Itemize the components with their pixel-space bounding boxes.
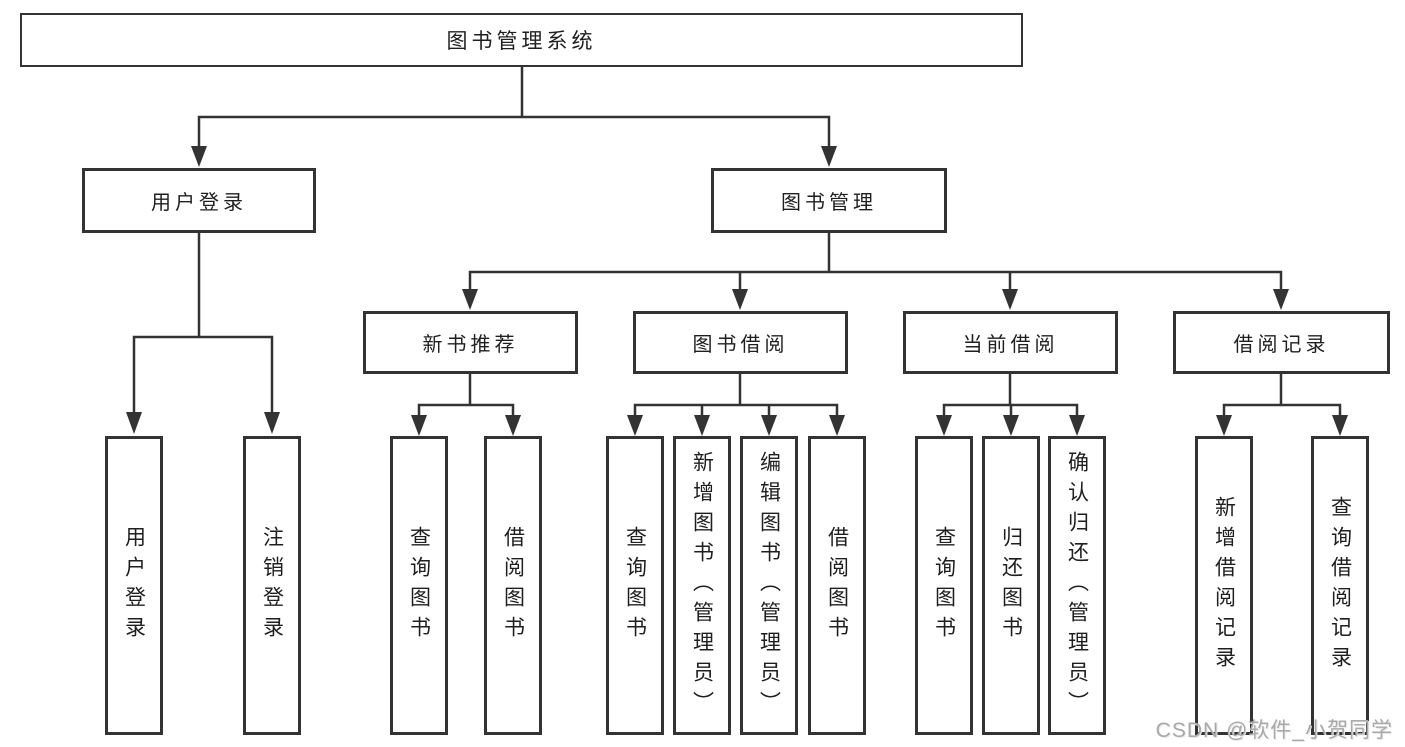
node-current-borrowing: 当前借阅 [903,311,1118,374]
leaf-label: 编辑图书（管理员） [757,450,781,721]
node-book-management: 图书管理 [711,168,947,233]
leaf-label: 借阅图书 [501,525,525,646]
leaf-query-borrow-record: 查询借阅记录 [1311,436,1369,735]
leaf-logout: 注销登录 [243,436,301,735]
leaf-user-login: 用户登录 [105,436,163,735]
node-borrowing-records: 借阅记录 [1173,311,1390,374]
leaf-label: 查询图书 [407,525,431,646]
leaf-edit-book-admin: 编辑图书（管理员） [740,436,798,735]
leaf-label: 查询图书 [932,525,956,646]
leaf-add-book-admin: 新增图书（管理员） [673,436,731,735]
leaf-label: 确认归还（管理员） [1065,450,1089,721]
leaf-query-books-current: 查询图书 [915,436,973,735]
leaf-label: 查询图书 [623,525,647,646]
node-user-login: 用户登录 [82,168,316,233]
leaf-label: 查询借阅记录 [1328,495,1352,676]
node-label: 当前借阅 [962,334,1059,356]
leaf-query-books-recommend: 查询图书 [390,436,448,735]
leaf-query-books-borrow: 查询图书 [606,436,664,735]
node-label: 图书借阅 [692,334,789,356]
node-library-management-system: 图书管理系统 [20,13,1023,67]
leaf-borrow-books: 借阅图书 [808,436,866,735]
leaf-add-borrow-record: 新增借阅记录 [1195,436,1253,735]
leaf-label: 借阅图书 [825,525,849,646]
watermark: CSDN @软件_小贺同学 [1155,719,1393,742]
node-label: 图书管理系统 [446,30,597,53]
node-label: 借阅记录 [1233,334,1330,356]
node-new-book-recommend: 新书推荐 [363,311,578,374]
node-book-borrowing: 图书借阅 [633,311,848,374]
node-label: 新书推荐 [422,334,519,356]
leaf-label: 归还图书 [999,525,1023,646]
leaf-confirm-return-admin: 确认归还（管理员） [1048,436,1106,735]
leaf-return-book: 归还图书 [982,436,1040,735]
leaf-label: 注销登录 [260,525,284,646]
leaf-borrow-books-recommend: 借阅图书 [484,436,542,735]
leaf-label: 新增借阅记录 [1212,495,1236,676]
leaf-label: 用户登录 [122,525,146,646]
leaf-label: 新增图书（管理员） [690,450,714,721]
node-label: 图书管理 [781,192,877,214]
node-label: 用户登录 [151,192,247,214]
